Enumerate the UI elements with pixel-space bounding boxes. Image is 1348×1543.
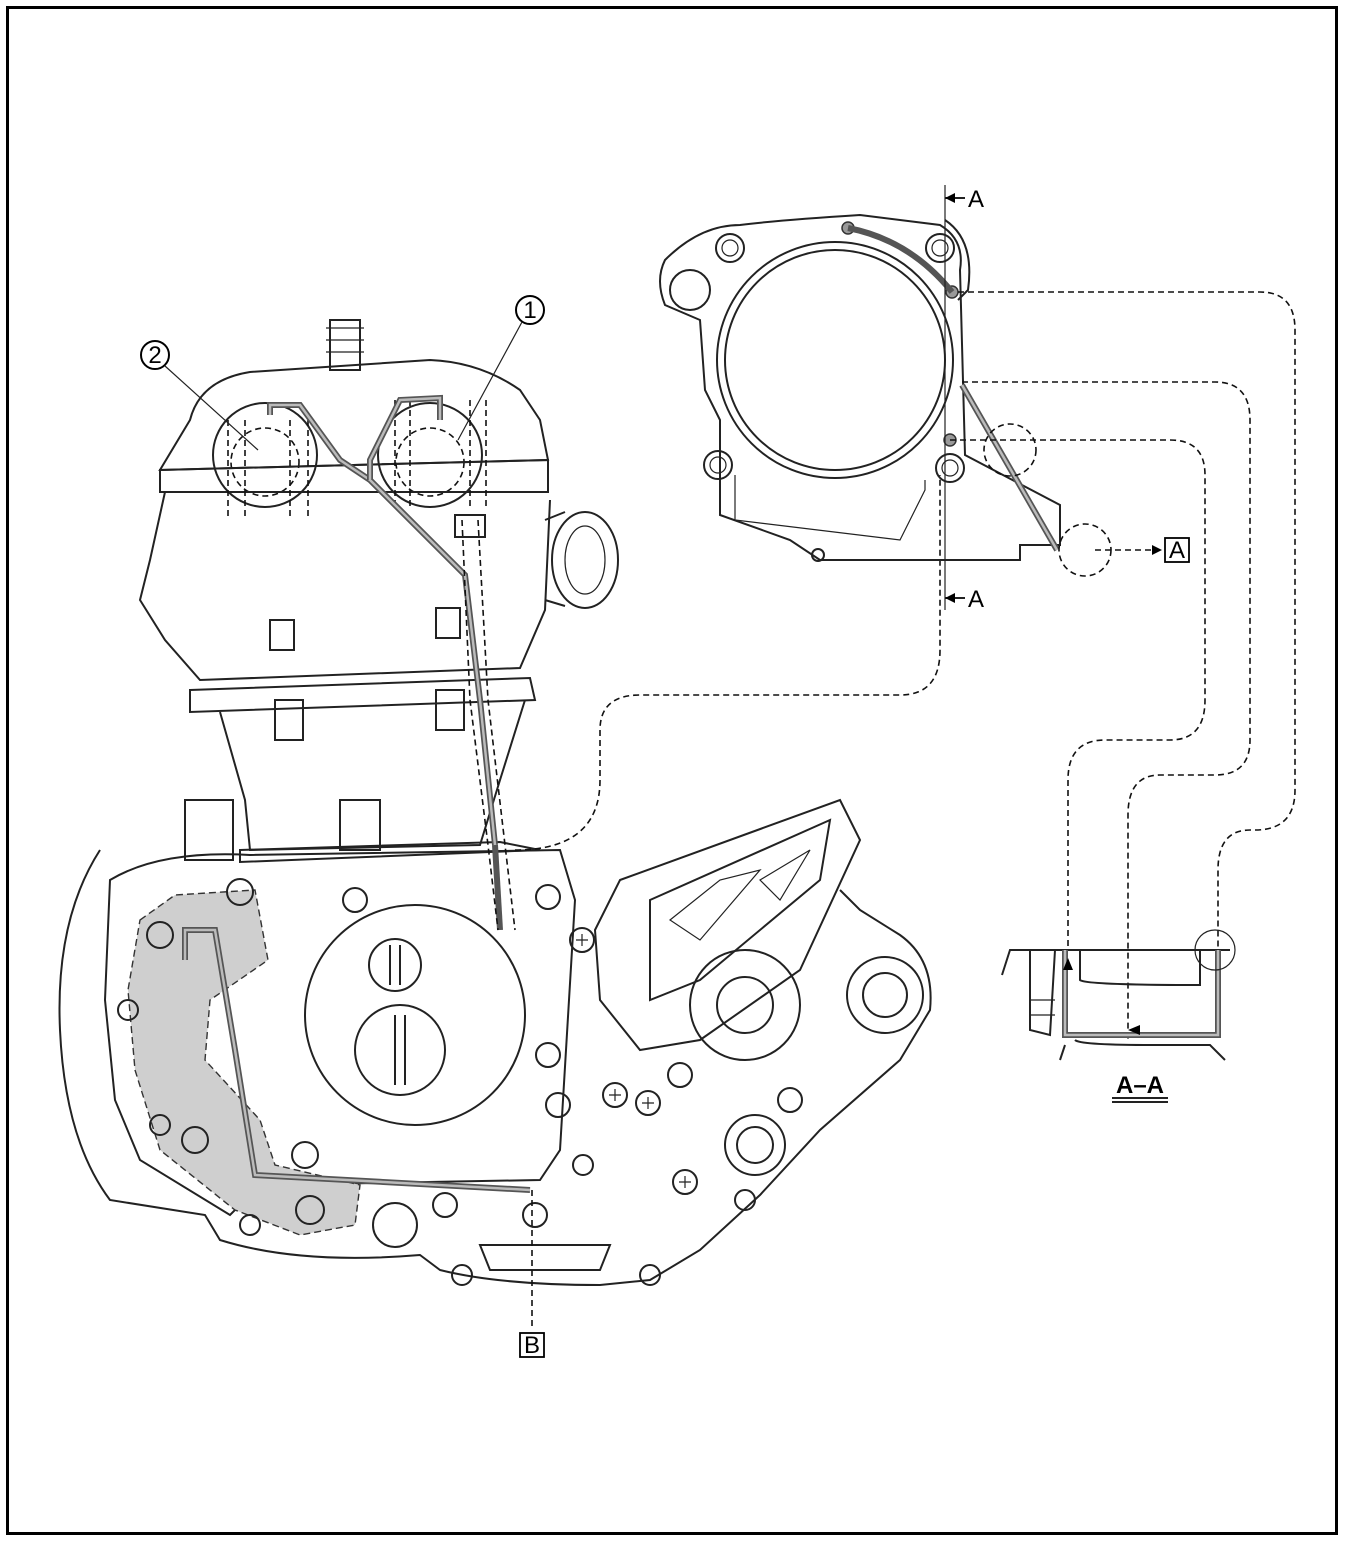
section-title: A–A <box>1116 1072 1164 1099</box>
crankcase <box>58 798 932 1287</box>
crankcase-bolts <box>117 878 803 1286</box>
section-mark-top: A <box>968 186 984 213</box>
callout-2-label: 2 <box>148 342 161 369</box>
box-b <box>519 1332 545 1358</box>
box-b-label: B <box>524 1332 540 1359</box>
route-to-head-detail <box>514 475 941 851</box>
routes-to-section <box>950 291 1296 1040</box>
section-a-a: A–A <box>1001 929 1236 1103</box>
oil-delivery-pipe <box>182 394 531 1193</box>
box-b-marker: B <box>519 1190 545 1359</box>
section-mark-bottom: A <box>968 586 984 613</box>
box-a-label: A <box>1169 537 1185 564</box>
cylinder-head <box>138 319 619 682</box>
callout-1-label: 1 <box>523 297 536 324</box>
callout-2: 2 <box>140 340 259 451</box>
cylinder-gasket-detail: A A A <box>659 185 1190 613</box>
box-a <box>1164 537 1190 563</box>
callout-1: 1 <box>457 295 545 441</box>
diagram-frame <box>6 6 1338 1535</box>
